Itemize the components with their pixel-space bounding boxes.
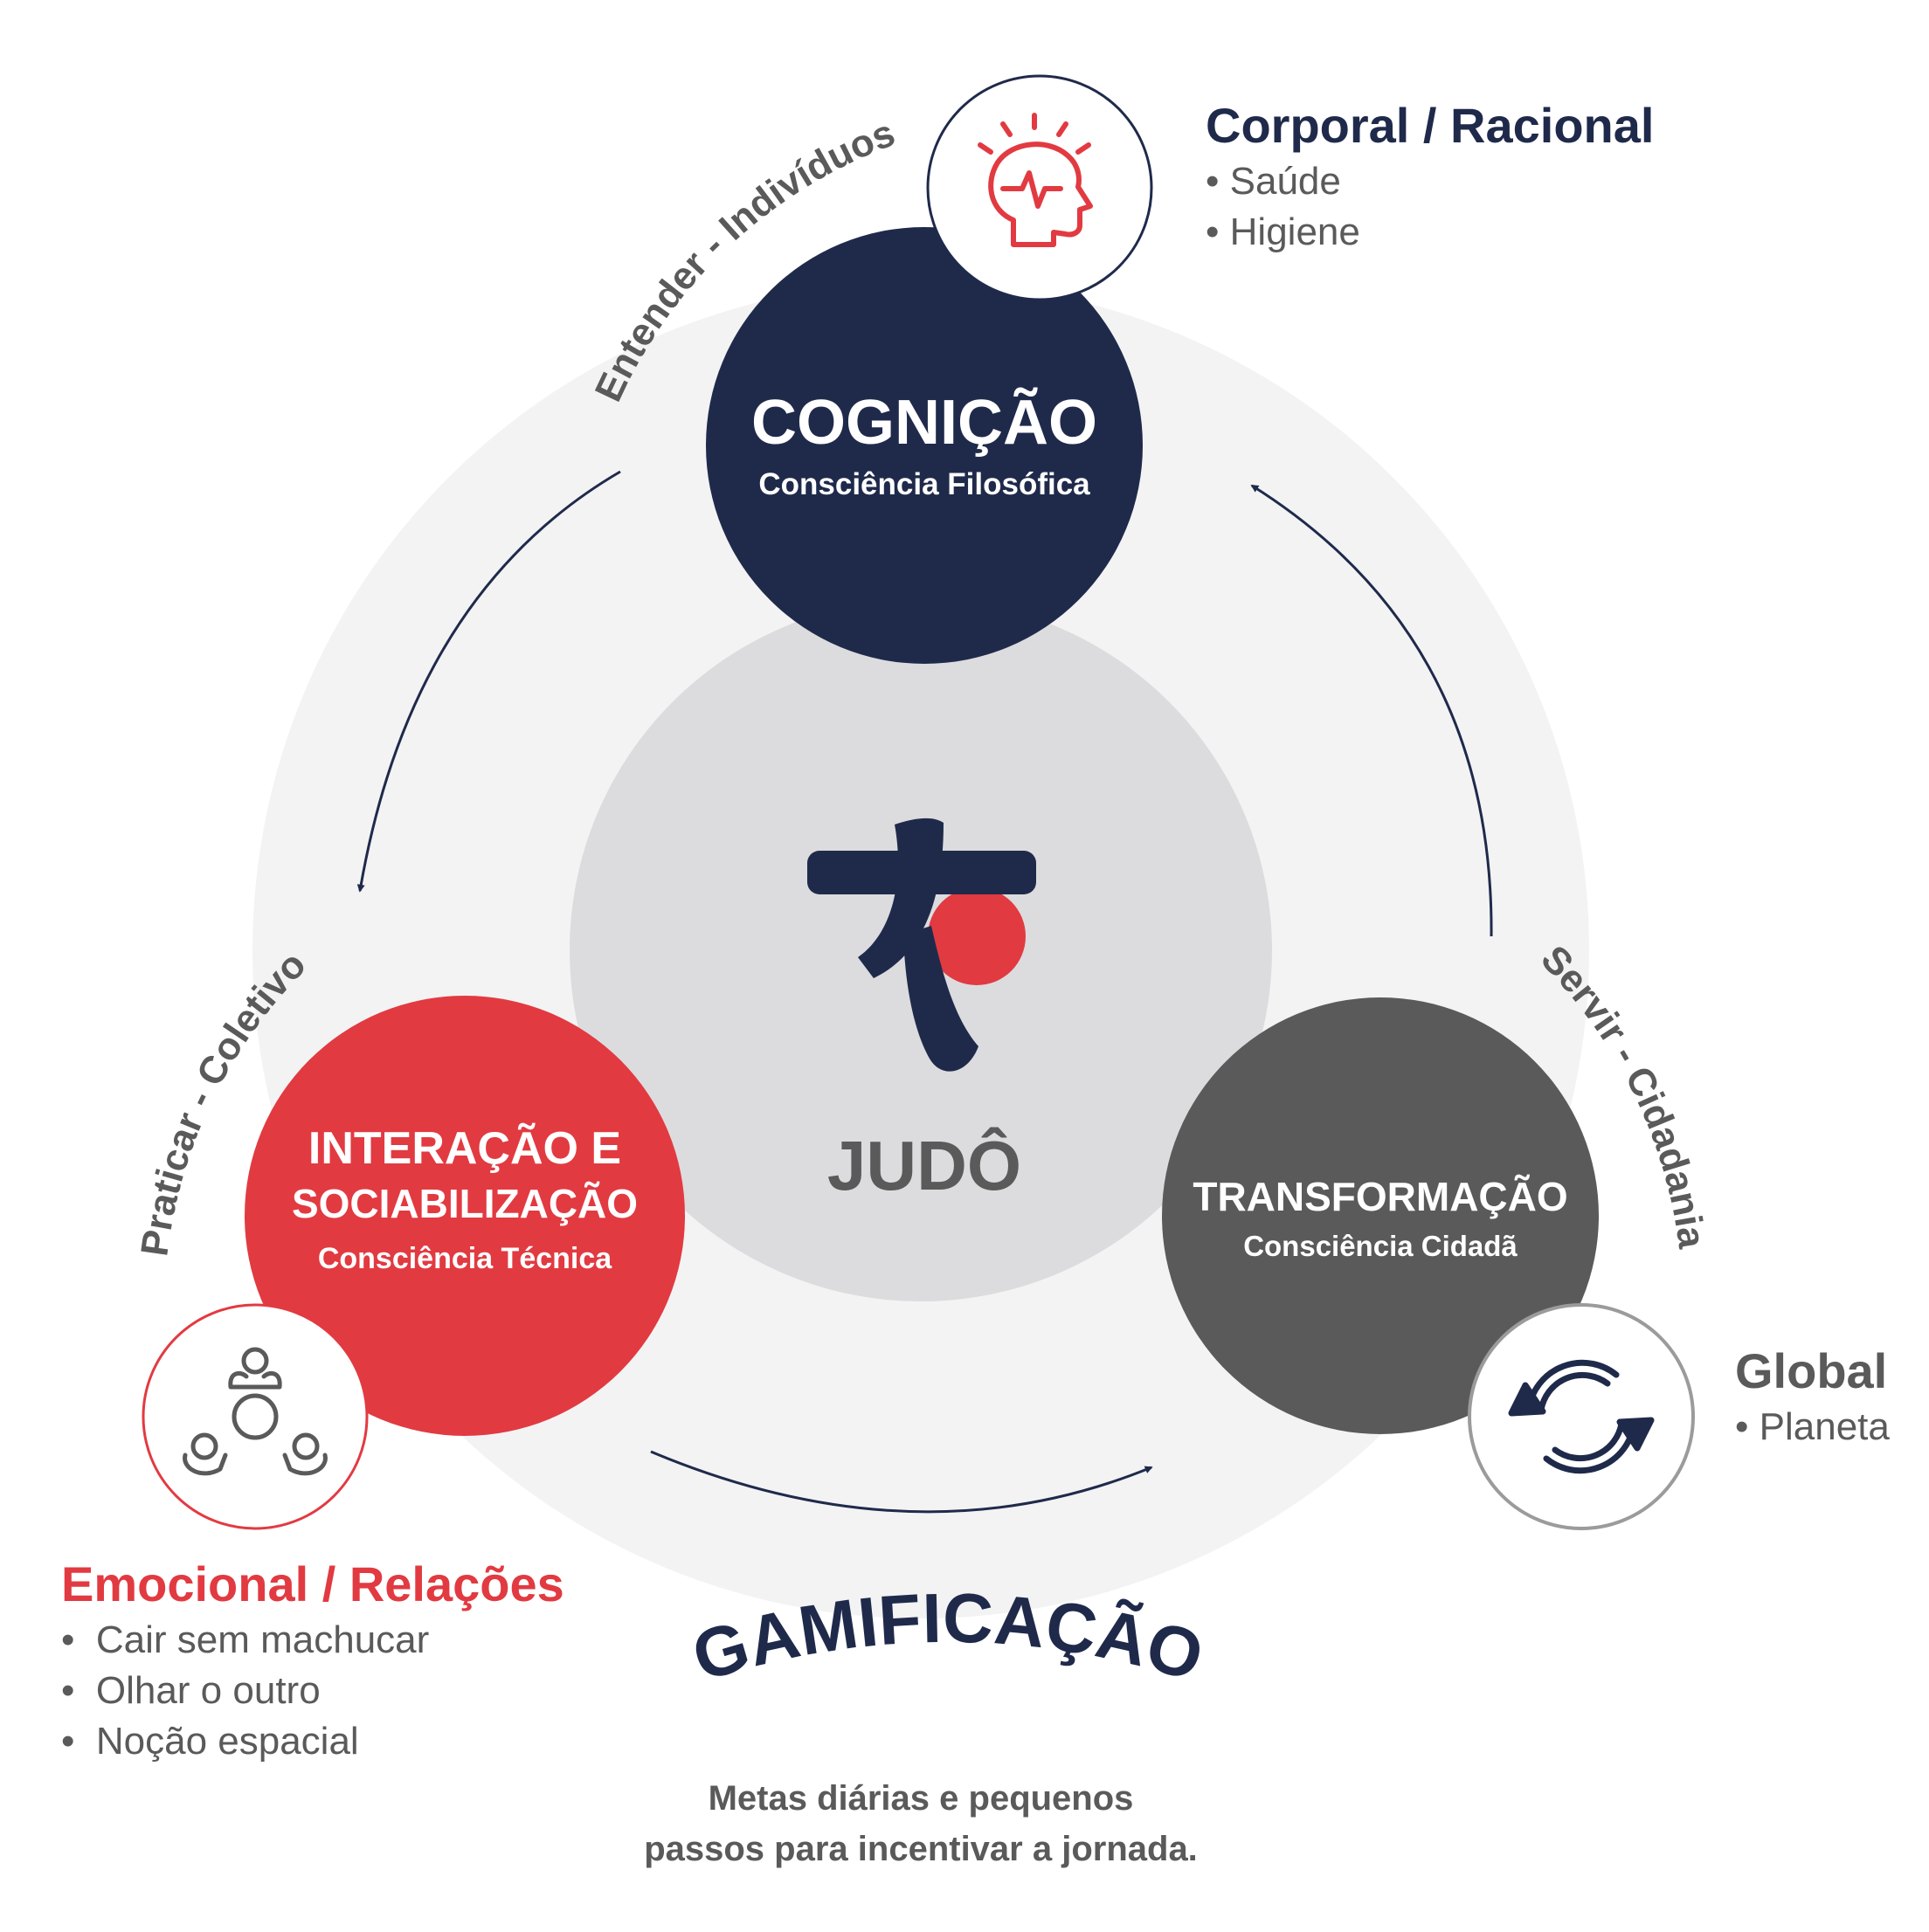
transformacao-subtitle: Consciência Cidadã bbox=[1243, 1230, 1518, 1262]
gamificacao-description: Metas diárias e pequenos passos para inc… bbox=[571, 1773, 1270, 1874]
global-block: Global • Planeta bbox=[1735, 1347, 1890, 1446]
arrow-cognicao-to-interacao bbox=[356, 470, 621, 893]
interacao-title-line2: SOCIABILIZAÇÃO bbox=[292, 1181, 638, 1226]
global-item: • Planeta bbox=[1735, 1405, 1890, 1448]
emocional-title: Emocional / Relações bbox=[61, 1556, 564, 1611]
judo-kanji-logo bbox=[807, 818, 1036, 1072]
emocional-item: • Noção espacial bbox=[61, 1720, 359, 1763]
transformacao-circle bbox=[1162, 997, 1599, 1434]
gamificacao-desc-line2: passos para incentivar a jornada. bbox=[644, 1830, 1198, 1868]
cognicao-title: COGNIÇÃO bbox=[751, 387, 1097, 458]
corporal-title: Corporal / Racional bbox=[1206, 98, 1655, 153]
corporal-block: Corporal / Racional • Saúde • Higiene bbox=[1206, 101, 1654, 252]
emocional-item: • Olhar o outro bbox=[61, 1669, 321, 1712]
refresh-cycle-icon bbox=[1508, 1359, 1655, 1474]
group-badge bbox=[142, 1303, 369, 1530]
gamificacao-desc-line1: Metas diárias e pequenos bbox=[708, 1779, 1134, 1818]
global-title: Global bbox=[1735, 1343, 1888, 1398]
emocional-block: Emocional / Relações • Cair sem machucar… bbox=[61, 1560, 564, 1761]
corporal-item: • Higiene bbox=[1206, 210, 1360, 253]
cognicao-subtitle: Consciência Filosófica bbox=[758, 467, 1090, 501]
logo-red-sun bbox=[928, 887, 1026, 985]
transformacao-title: TRANSFORMAÇÃO bbox=[1193, 1174, 1567, 1219]
interacao-circle bbox=[245, 996, 685, 1436]
corporal-item: • Saúde bbox=[1206, 160, 1341, 203]
cognicao-circle bbox=[706, 227, 1143, 664]
interacao-subtitle: Consciência Técnica bbox=[318, 1242, 612, 1275]
group-people-icon bbox=[183, 1347, 328, 1476]
arrow-transformacao-to-cognicao bbox=[1250, 484, 1493, 937]
arrow-interacao-to-transformacao bbox=[650, 1450, 1153, 1514]
refresh-badge bbox=[1468, 1303, 1695, 1530]
center-label: JUDÔ bbox=[827, 1127, 1021, 1204]
interacao-title-line1: INTERAÇÃO E bbox=[308, 1122, 621, 1174]
emocional-item: • Cair sem machucar bbox=[61, 1618, 430, 1661]
brain-badge bbox=[926, 74, 1153, 301]
brain-head-icon bbox=[978, 113, 1093, 247]
